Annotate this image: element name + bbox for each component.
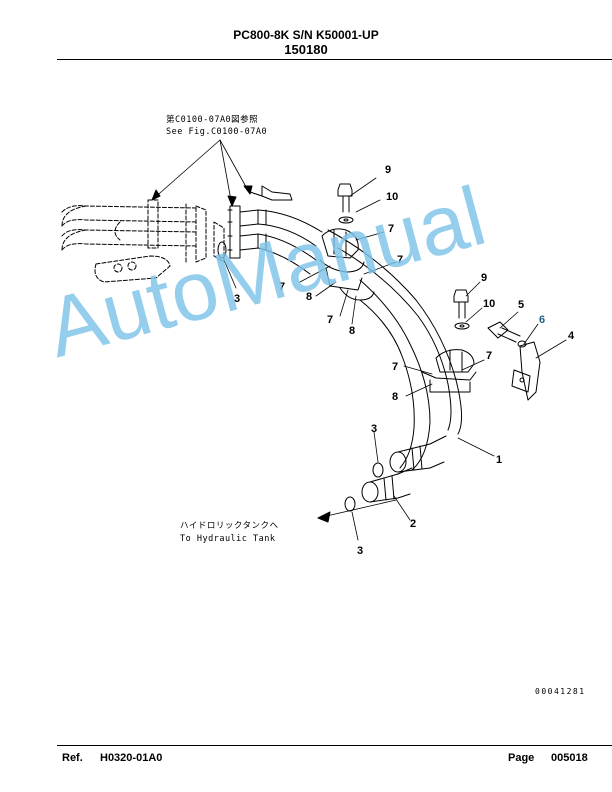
callout-10: 10 <box>483 298 495 310</box>
callout-8: 8 <box>392 391 398 403</box>
ref-label: Ref. <box>62 752 83 764</box>
clamp-lower <box>421 349 477 393</box>
hose-flanges <box>227 205 241 259</box>
callout-3: 3 <box>234 293 240 305</box>
hose-upper <box>239 209 462 435</box>
callout-3: 3 <box>371 423 377 435</box>
callout-9: 9 <box>385 164 391 176</box>
washer-6 <box>517 340 527 348</box>
figure-number: 00041281 <box>535 687 586 696</box>
clamp-upper <box>319 228 375 301</box>
callout-8: 8 <box>349 325 355 337</box>
callout-5: 5 <box>518 299 524 311</box>
callout-1: 1 <box>496 454 502 466</box>
bolt-5 <box>487 321 521 343</box>
bracket <box>511 341 541 401</box>
see-figure-note-jp: 第C0100-07A0図参照 <box>166 114 258 125</box>
hose-end-upper <box>389 435 447 473</box>
callout-8: 8 <box>306 291 312 303</box>
page-number: 005018 <box>551 752 588 764</box>
see-figure-note-en: See Fig.C0100-07A0 <box>166 127 267 137</box>
bolt-lower <box>453 289 470 330</box>
bolt-upper <box>337 183 354 224</box>
to-tank-note-en: To Hydraulic Tank <box>180 534 276 544</box>
ref-value: H0320-01A0 <box>100 752 163 764</box>
callout-7: 7 <box>392 361 398 373</box>
callout-7: 7 <box>486 350 492 362</box>
callout-7: 7 <box>397 254 403 266</box>
callout-7: 7 <box>327 314 333 326</box>
callout-2: 2 <box>410 518 416 530</box>
callout-7: 7 <box>279 281 285 293</box>
page-label: Page <box>508 752 535 764</box>
callout-6: 6 <box>539 314 545 326</box>
callout-9: 9 <box>481 272 487 284</box>
arrow-heads <box>151 185 331 523</box>
parts-diagram: 第C0100-07A0図参照 See Fig.C0100-07A0 ハイドロリッ… <box>61 114 575 557</box>
reference-bolt <box>249 185 293 201</box>
footer-divider <box>57 745 612 746</box>
reference-pipe-assembly <box>61 199 225 283</box>
callout-4: 4 <box>568 330 575 342</box>
callout-7: 7 <box>388 223 394 235</box>
page-title: PC800-8K S/N K50001-UP <box>233 28 379 42</box>
hose-end-lower <box>361 467 413 503</box>
callout-10: 10 <box>386 191 398 203</box>
header-divider <box>57 59 612 60</box>
section-code: 150180 <box>284 42 328 57</box>
o-rings <box>217 241 384 512</box>
leader-lines <box>151 139 567 541</box>
callout-3: 3 <box>357 545 363 557</box>
to-tank-note-jp: ハイドロリックタンクへ <box>180 521 279 531</box>
